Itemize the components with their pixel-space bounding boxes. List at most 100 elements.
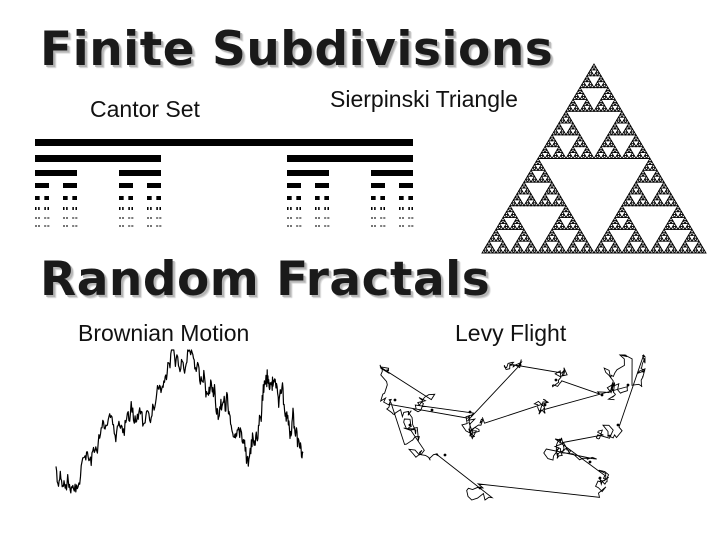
sierpinski-cell <box>647 157 653 162</box>
sierpinski-cell <box>566 222 573 227</box>
sierpinski-cell <box>582 83 588 89</box>
sierpinski-cell <box>622 116 629 121</box>
cantor-segment <box>371 170 413 176</box>
cantor-segment <box>319 217 320 219</box>
cantor-segment <box>159 217 161 219</box>
sierpinski-cell <box>552 139 559 145</box>
sierpinski-cell <box>547 201 553 207</box>
sierpinski-cell <box>512 225 518 230</box>
cantor-segment <box>383 225 385 227</box>
sierpinski-cell <box>631 184 637 189</box>
sierpinski-cell <box>573 151 580 156</box>
sierpinski-cell <box>612 216 618 221</box>
sierpinski-cell <box>519 231 525 236</box>
cantor-segment <box>129 225 131 227</box>
sierpinski-cell <box>652 196 658 201</box>
sierpinski-cell <box>580 246 587 251</box>
cantor-segment <box>287 225 288 227</box>
sierpinski-cell <box>489 246 496 251</box>
cantor-segment <box>408 217 410 219</box>
sierpinski-cell <box>593 107 599 112</box>
cantor-segment <box>408 196 413 200</box>
levy-cluster <box>518 363 522 367</box>
cantor-segment <box>400 217 401 219</box>
cantor-segment <box>48 225 50 227</box>
cantor-segment <box>72 196 77 200</box>
sierpinski-cell <box>598 145 604 151</box>
sierpinski-cell <box>678 222 685 227</box>
sierpinski-cell <box>663 225 669 230</box>
sierpinski-cell <box>566 151 573 156</box>
cantor-segment <box>412 217 414 219</box>
cantor-segment <box>119 183 133 188</box>
sierpinski-cell <box>558 219 564 224</box>
sierpinski-cell <box>650 198 657 204</box>
sierpinski-cell <box>603 89 609 94</box>
sierpinski-cell <box>575 231 581 236</box>
cantor-segment <box>75 225 77 227</box>
cantor-segment <box>324 196 329 200</box>
sierpinski-cell <box>594 80 601 86</box>
cantor-segment <box>383 207 385 210</box>
sierpinski-cell <box>565 131 571 136</box>
cantor-segment <box>318 207 320 210</box>
sierpinski-cell <box>523 201 529 207</box>
sierpinski-cell <box>642 249 648 254</box>
sierpinski-cell <box>610 95 616 100</box>
cantor-segment <box>287 207 289 210</box>
sierpinski-cell <box>523 190 529 195</box>
cantor-segment <box>409 217 411 219</box>
sierpinski-cell <box>551 231 557 236</box>
sierpinski-cell <box>675 204 681 210</box>
sierpinski-cell <box>565 225 571 230</box>
sierpinski-cell <box>680 213 686 219</box>
sierpinski-cell <box>498 225 504 230</box>
sierpinski-cell <box>670 225 676 230</box>
sierpinski-cell <box>692 246 699 251</box>
sierpinski-cell <box>628 219 634 224</box>
sierpinski-cell <box>643 151 650 156</box>
sierpinski-cell <box>572 154 578 159</box>
sierpinski-cell <box>621 213 627 219</box>
cantor-segment <box>76 225 78 227</box>
sierpinski-cell <box>488 237 494 242</box>
sierpinski-cell <box>540 166 546 171</box>
sierpinski-cell <box>636 198 643 204</box>
cantor-segment <box>44 225 46 227</box>
cantor-segment <box>290 217 291 219</box>
sierpinski-cell <box>547 184 553 189</box>
sierpinski-cell <box>572 219 578 224</box>
cantor-segment <box>39 217 40 219</box>
cantor-segment <box>35 139 413 146</box>
sierpinski-cell <box>558 154 564 159</box>
levy-cluster <box>408 423 412 427</box>
sierpinski-cell <box>663 201 669 207</box>
sierpinski-cell <box>617 154 623 159</box>
sierpinski-cell <box>607 249 613 254</box>
cantor-segment <box>328 225 330 227</box>
sierpinski-cell <box>635 136 641 142</box>
cantor-segment <box>119 217 120 219</box>
sierpinski-cell <box>645 160 651 165</box>
sierpinski-cell <box>554 249 560 254</box>
sierpinski-cell <box>523 178 529 183</box>
sierpinski-cell <box>510 210 517 216</box>
sierpinski-cell <box>526 172 532 177</box>
sierpinski-cell <box>533 166 539 171</box>
sierpinski-cell <box>579 237 585 242</box>
sierpinski-cell <box>551 201 557 207</box>
cantor-segment <box>75 207 77 210</box>
sierpinski-cell <box>579 83 585 89</box>
sierpinski-cell <box>516 243 522 248</box>
cantor-segment <box>148 225 149 227</box>
sierpinski-cell <box>612 145 618 151</box>
sierpinski-cell <box>607 107 613 112</box>
sierpinski-cell <box>673 207 679 213</box>
sierpinski-cell <box>538 198 545 204</box>
sierpinski-cell <box>535 157 541 162</box>
sierpinski-cell <box>568 131 574 136</box>
sierpinski-cell <box>600 77 606 83</box>
sierpinski-cell <box>556 240 562 245</box>
cantor-segment <box>408 207 410 210</box>
sierpinski-cell <box>580 92 587 97</box>
